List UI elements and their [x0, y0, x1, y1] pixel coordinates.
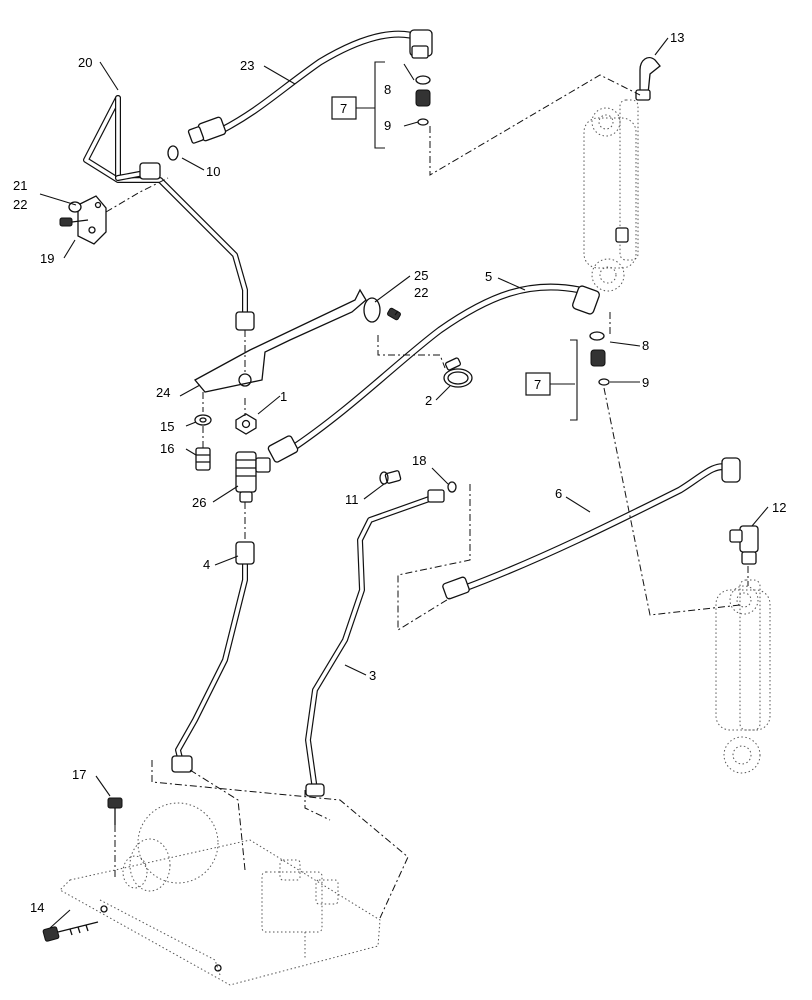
callout-15: 15 [160, 419, 174, 434]
bracket-24 [193, 288, 367, 393]
callout-labels: 1 2 3 4 5 6 7 7 8 8 9 9 10 11 12 13 14 1… [13, 30, 786, 915]
callout-20: 20 [78, 55, 92, 70]
tube-3 [305, 489, 445, 797]
adapter-set-upper [415, 75, 431, 126]
callout-2: 2 [425, 393, 432, 408]
callout-7-upper: 7 [340, 101, 347, 116]
callout-16: 16 [160, 441, 174, 456]
bolt-21-22 [59, 201, 89, 227]
callout-23: 23 [240, 58, 254, 73]
callout-25: 25 [414, 268, 428, 283]
screw-16 [195, 447, 211, 471]
callout-9-lower: 9 [642, 375, 649, 390]
callout-14: 14 [30, 900, 44, 915]
elbow-fitting-12 [729, 525, 759, 565]
reference-box-7-upper [331, 61, 385, 149]
tube-20 [83, 95, 255, 331]
washer-15 [194, 414, 212, 426]
callout-8-upper: 8 [384, 82, 391, 97]
callout-8-lower: 8 [642, 338, 649, 353]
callout-7-lower: 7 [534, 377, 541, 392]
callout-10: 10 [206, 164, 220, 179]
cylinder-upper [583, 99, 639, 292]
fitting-11 [379, 470, 402, 485]
callout-4: 4 [203, 557, 210, 572]
callout-26: 26 [192, 495, 206, 510]
nut-1 [235, 413, 257, 435]
callout-1: 1 [280, 389, 287, 404]
callout-22-left: 22 [13, 197, 27, 212]
bracket-19 [77, 195, 107, 245]
callout-18: 18 [412, 453, 426, 468]
callout-leaders [39, 37, 769, 929]
valve-assembly [59, 802, 381, 986]
adapter-set-lower [589, 331, 610, 386]
callout-12: 12 [772, 500, 786, 515]
connection-lines [105, 74, 749, 919]
callout-9-upper: 9 [384, 118, 391, 133]
cylinder-lower [715, 579, 771, 774]
hose-23 [187, 29, 433, 144]
callout-6: 6 [555, 486, 562, 501]
tee-fitting-26 [235, 451, 271, 503]
callout-3: 3 [369, 668, 376, 683]
clamp-2 [443, 357, 473, 388]
elbow-fitting-13 [635, 56, 661, 101]
reference-box-7-lower [525, 339, 578, 421]
callout-22-right: 22 [414, 285, 428, 300]
callout-24: 24 [156, 385, 170, 400]
callout-21: 21 [13, 178, 27, 193]
oring-18 [447, 481, 457, 493]
callout-17: 17 [72, 767, 86, 782]
tube-4 [171, 541, 255, 773]
callout-5: 5 [485, 269, 492, 284]
callout-19: 19 [40, 251, 54, 266]
callout-11: 11 [345, 492, 359, 507]
callout-13: 13 [670, 30, 684, 45]
hose-6 [442, 457, 741, 600]
bolt-14 [42, 921, 99, 942]
clamp-25 [363, 297, 401, 323]
hose-5 [267, 283, 600, 463]
bolt-17 [107, 797, 123, 825]
